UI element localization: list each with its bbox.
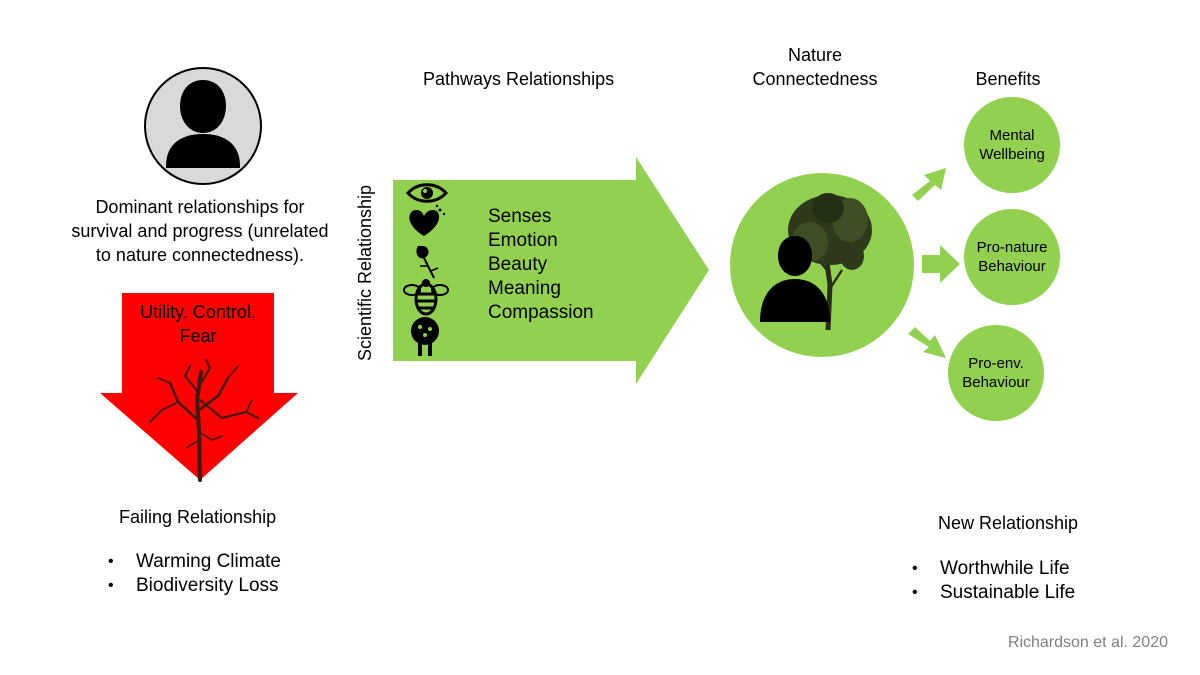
nature-connectedness-heading: Nature Connectedness (752, 45, 878, 89)
scientific-relationship-label: Scientific Relationship (355, 184, 375, 362)
benefit-mental-wellbeing: Mental Wellbeing (979, 127, 1045, 163)
heart-icon (409, 204, 446, 236)
pathways-list: Senses Emotion Beauty Meaning Compassion (488, 205, 594, 325)
person-avatar-icon (144, 67, 262, 185)
benefit-arrow-3 (908, 327, 946, 358)
citation-credit: Richardson et al. 2020 (1007, 634, 1168, 651)
new-relationship-item: Sustainable Life (912, 581, 1075, 605)
rose-icon (416, 246, 439, 279)
new-relationship-heading: New Relationship (938, 513, 1079, 533)
benefit-circle-2 (964, 209, 1060, 305)
benefit-pro-nature-behaviour: Pro-nature Behaviour (976, 239, 1048, 275)
new-relationship-list: Worthwhile Life Sustainable Life (912, 557, 1075, 605)
pathways-arrow (393, 157, 709, 384)
dominant-relationships-text: Dominant relationships for survival and … (71, 197, 329, 265)
pathways-heading: Pathways Relationships (423, 69, 615, 89)
pathway-senses: Senses (488, 206, 552, 227)
failing-relationship-list: Warming Climate Biodiversity Loss (108, 550, 281, 598)
tree-icon (411, 317, 439, 356)
pathway-beauty: Beauty (488, 254, 548, 275)
pathway-meaning: Meaning (488, 278, 561, 299)
dead-tree-icon (149, 359, 259, 482)
eye-icon (405, 183, 449, 203)
pathway-emotion: Emotion (488, 230, 558, 251)
failing-item: Warming Climate (108, 550, 281, 574)
benefit-arrow-2 (922, 245, 960, 283)
failing-item: Biodiversity Loss (108, 574, 281, 598)
benefit-pro-env-behaviour: Pro-env. Behaviour (962, 355, 1030, 391)
new-relationship-item: Worthwhile Life (912, 557, 1075, 581)
benefits-heading: Benefits (975, 69, 1041, 89)
benefit-arrow-1 (912, 168, 946, 201)
bee-icon (403, 279, 449, 316)
benefit-circle-3 (948, 325, 1044, 421)
benefit-circle-1 (964, 97, 1060, 193)
pathway-compassion: Compassion (488, 302, 594, 323)
person-silhouette-icon (760, 236, 830, 322)
red-arrow-label: Utility, Control, Fear (140, 302, 256, 346)
failing-relationship-heading: Failing Relationship (119, 507, 277, 527)
